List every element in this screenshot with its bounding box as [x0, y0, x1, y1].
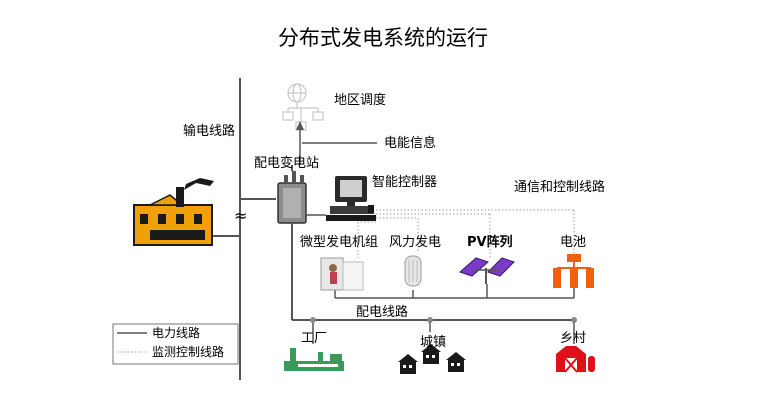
substation-label: 配电变电站 [254, 156, 320, 171]
tilde-symbol: ≈ [234, 206, 248, 225]
legend-power-line-label: 电力线路 [152, 326, 201, 340]
pv-array-icon [459, 257, 515, 284]
comm-control-line-label: 通信和控制线路 [514, 180, 606, 195]
legend-monitor-line-label: 监测控制线路 [152, 345, 225, 359]
power-info-label: 电能信息 [384, 136, 437, 151]
transmission-line-label: 输电线路 [183, 124, 236, 139]
town-icon [398, 344, 466, 374]
battery-label: 电池 [560, 235, 587, 250]
distribution-line-label: 配电线路 [356, 305, 409, 320]
computer-icon [326, 176, 376, 221]
village-icon [556, 346, 595, 373]
factory-label: 工厂 [301, 331, 328, 346]
town-node [427, 317, 433, 323]
micro-turbine-icon [320, 257, 364, 291]
village-node [571, 317, 577, 323]
factory-node [310, 317, 316, 323]
village-label: 乡村 [560, 331, 587, 346]
factory-icon [284, 348, 344, 371]
pv-label: PV阵列 [467, 235, 513, 250]
monitor-lines [357, 209, 575, 258]
micro-turbine-label: 微型发电机组 [300, 235, 379, 250]
smart-controller-label: 智能控制器 [372, 175, 438, 190]
legend-box [112, 323, 239, 365]
dispatch-label: 地区调度 [334, 93, 387, 108]
diagram-title: 分布式发电系统的运行 [278, 26, 488, 50]
power-plant-icon [133, 178, 214, 246]
town-label: 城镇 [420, 335, 447, 350]
dispatch-network-icon [282, 83, 324, 131]
power-info-arrow [296, 121, 377, 165]
transformer-icon [277, 165, 307, 224]
wind-label: 风力发电 [389, 235, 442, 250]
wind-turbine-icon [404, 255, 422, 287]
battery-icon [553, 254, 594, 288]
